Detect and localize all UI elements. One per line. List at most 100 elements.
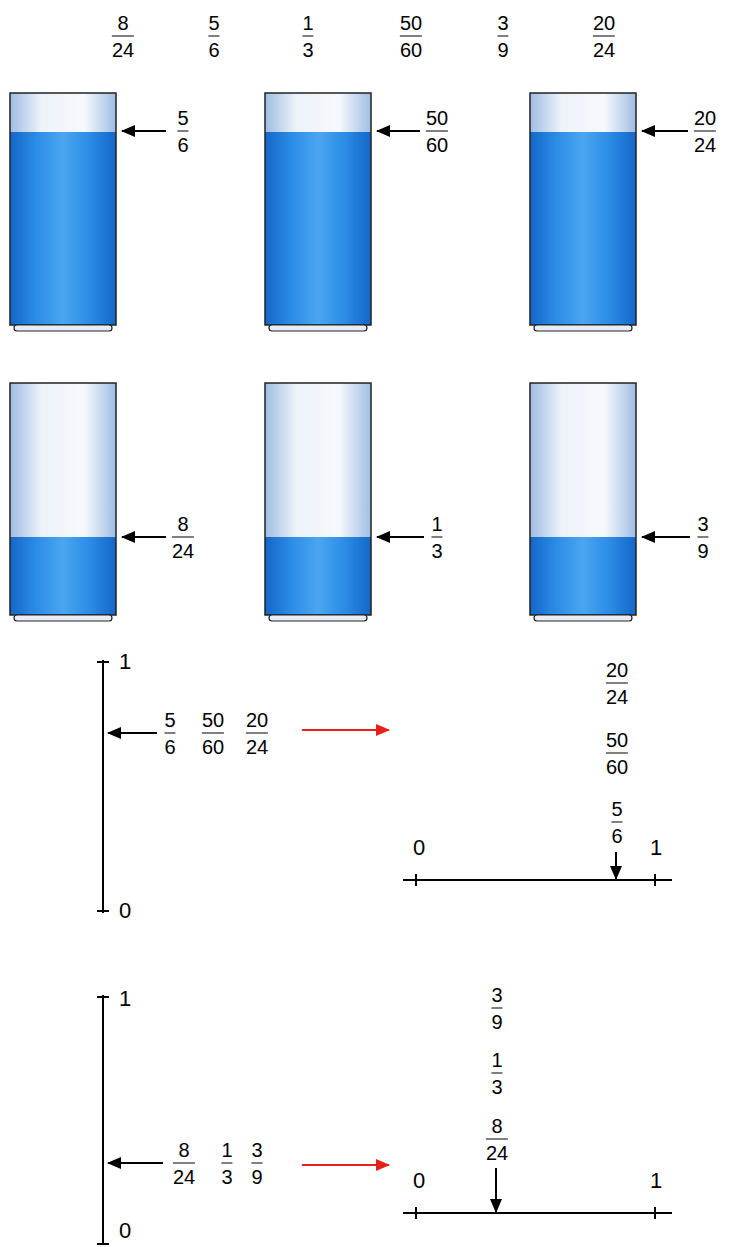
fraction-part: 60	[606, 755, 628, 779]
glass-third	[10, 383, 116, 621]
fraction: 2024	[591, 11, 617, 62]
fraction-part: 24	[173, 1165, 195, 1189]
axis-number: 0	[413, 1169, 425, 1193]
level-arrow	[122, 131, 690, 537]
fraction-bar	[173, 1163, 195, 1164]
glass-full	[530, 93, 636, 331]
fraction-bar	[431, 537, 442, 538]
fraction: 824	[171, 1138, 197, 1189]
fraction-part: 5	[208, 11, 219, 35]
axis-number: 1	[650, 1169, 662, 1193]
fraction-bar	[611, 822, 622, 823]
fraction-bar	[593, 36, 615, 37]
fraction-bar	[497, 36, 508, 37]
glass-full	[265, 93, 371, 331]
fraction-part: 3	[697, 512, 708, 536]
fraction: 2024	[604, 658, 630, 709]
fraction-part: 24	[112, 38, 134, 62]
fraction-part: 5	[164, 708, 175, 732]
fraction: 5060	[200, 708, 226, 759]
fraction: 2024	[244, 708, 270, 759]
fraction-part: 20	[606, 658, 628, 682]
fraction-bar	[697, 537, 708, 538]
fraction: 13	[219, 1138, 234, 1189]
fraction: 13	[300, 11, 315, 62]
fraction-bar	[694, 131, 716, 132]
fraction: 2024	[692, 106, 718, 157]
fraction: 56	[162, 708, 177, 759]
fraction-part: 24	[172, 539, 194, 563]
fraction-part: 3	[497, 11, 508, 35]
fraction-part: 8	[491, 1114, 502, 1138]
fraction-part: 3	[221, 1165, 232, 1189]
fraction-bar	[491, 1073, 502, 1074]
fraction-part: 3	[431, 539, 442, 563]
fraction: 39	[249, 1138, 264, 1189]
fraction: 39	[495, 11, 510, 62]
fraction-part: 9	[251, 1165, 262, 1189]
fraction-part: 9	[497, 38, 508, 62]
fraction-part: 50	[400, 11, 422, 35]
fraction-bar	[221, 1163, 232, 1164]
glass-third	[530, 383, 636, 621]
fraction-part: 3	[302, 38, 313, 62]
fraction: 5060	[424, 106, 450, 157]
fraction: 39	[695, 512, 710, 563]
red-arrow	[302, 1164, 389, 1166]
fraction-part: 50	[426, 106, 448, 130]
fraction-bar	[164, 733, 175, 734]
fraction-bar	[606, 753, 628, 754]
fraction-bar	[202, 733, 224, 734]
fraction: 824	[484, 1114, 510, 1165]
fraction: 13	[429, 512, 444, 563]
fraction-part: 24	[486, 1141, 508, 1165]
glass-full	[10, 93, 116, 331]
fraction-bar	[426, 131, 448, 132]
fraction: 56	[175, 106, 190, 157]
fraction-part: 3	[491, 1075, 502, 1099]
number-line	[97, 995, 672, 1245]
fraction: 56	[609, 797, 624, 848]
fraction-part: 1	[302, 11, 313, 35]
fraction-part: 6	[208, 38, 219, 62]
fraction-part: 24	[694, 133, 716, 157]
fraction-part: 3	[251, 1138, 262, 1162]
fraction-bar	[486, 1139, 508, 1140]
fraction-bar	[302, 36, 313, 37]
fraction-bar	[246, 733, 268, 734]
axis-number: 1	[119, 650, 131, 674]
fraction-part: 3	[491, 983, 502, 1007]
axis-number: 1	[119, 987, 131, 1011]
fraction-part: 8	[117, 11, 128, 35]
fraction-part: 20	[694, 106, 716, 130]
fraction-part: 20	[246, 708, 268, 732]
fraction: 824	[110, 11, 136, 62]
fraction-bar	[491, 1008, 502, 1009]
fraction-bar	[251, 1163, 262, 1164]
fraction-bar	[400, 36, 422, 37]
fraction-part: 6	[611, 824, 622, 848]
glass-third	[265, 383, 371, 621]
fraction: 824	[170, 512, 196, 563]
fraction-part: 8	[177, 512, 188, 536]
fraction-part: 50	[202, 708, 224, 732]
fraction-part: 60	[400, 38, 422, 62]
fraction: 39	[489, 983, 504, 1034]
fraction-part: 24	[246, 735, 268, 759]
fraction-bar	[172, 537, 194, 538]
axis-number: 0	[119, 899, 131, 923]
fraction-part: 50	[606, 728, 628, 752]
fraction-part: 8	[178, 1138, 189, 1162]
fraction: 13	[489, 1048, 504, 1099]
fraction-part: 6	[164, 735, 175, 759]
fraction-part: 1	[221, 1138, 232, 1162]
fraction: 5060	[604, 728, 630, 779]
fraction: 5060	[398, 11, 424, 62]
fraction-part: 1	[431, 512, 442, 536]
fraction-bar	[606, 683, 628, 684]
number-line	[97, 660, 672, 913]
red-arrow	[302, 729, 389, 731]
fraction-part: 6	[177, 133, 188, 157]
